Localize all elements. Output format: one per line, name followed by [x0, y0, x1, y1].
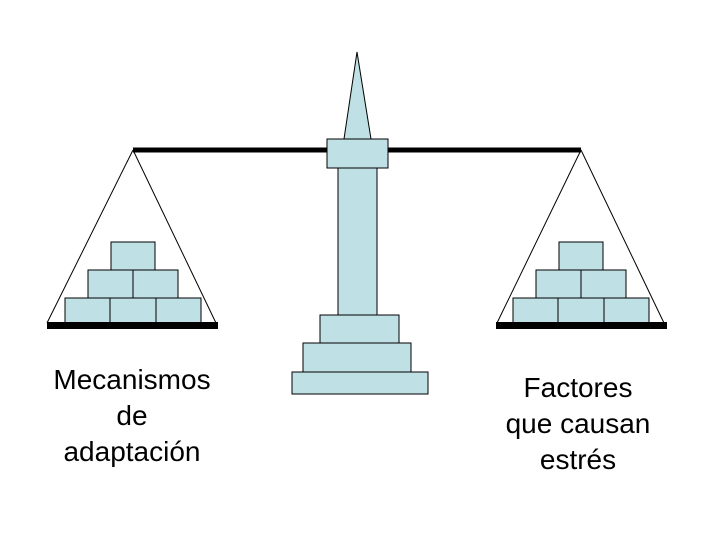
- right-pan-label: Factores que causan estrés: [505, 372, 651, 475]
- column-shaft: [337, 167, 378, 316]
- block: [603, 297, 650, 324]
- base-step-top: [319, 314, 400, 344]
- right-pan-strings: [496, 149, 665, 324]
- left-pan-plate: [47, 322, 218, 329]
- block: [109, 297, 157, 324]
- base-step-middle: [302, 342, 412, 373]
- column-capital: [326, 138, 389, 169]
- column-spire: [343, 51, 372, 140]
- left-pan-blocks: [64, 241, 202, 324]
- left-pan-strings: [46, 149, 217, 324]
- block: [557, 297, 605, 324]
- scale-column: [291, 51, 429, 395]
- block: [558, 241, 604, 271]
- block: [155, 297, 202, 324]
- block: [512, 297, 559, 324]
- block: [110, 241, 156, 271]
- left-pan-label: Mecanismos de adaptación: [53, 364, 211, 467]
- block: [580, 269, 627, 299]
- base-step-bottom: [291, 371, 429, 395]
- block: [535, 269, 582, 299]
- block: [87, 269, 134, 299]
- right-pan-blocks: [512, 241, 650, 324]
- block: [132, 269, 179, 299]
- right-pan-plate: [496, 322, 667, 329]
- block: [64, 297, 111, 324]
